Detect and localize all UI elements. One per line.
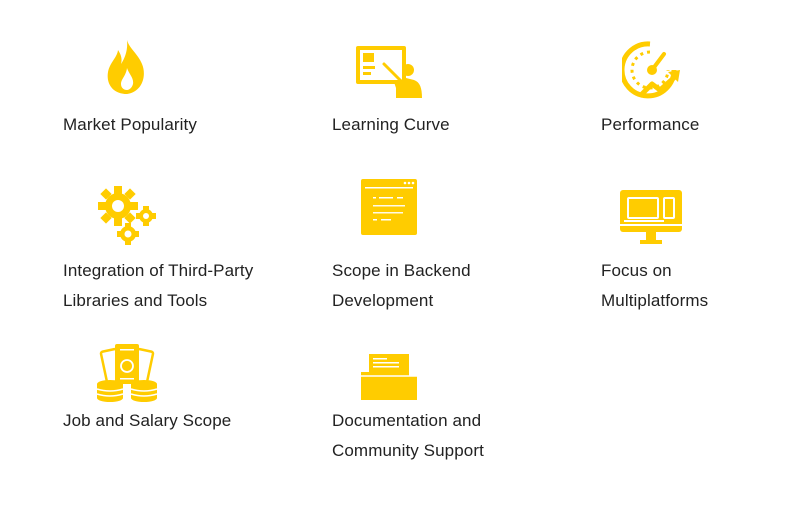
feature-label-market-popularity: Market Popularity bbox=[63, 115, 197, 134]
feature-label-job-salary: Job and Salary Scope bbox=[63, 411, 232, 430]
money-coins-icon bbox=[96, 344, 158, 402]
monitor-devices-icon bbox=[620, 190, 682, 246]
feature-label-backend-scope: Scope in Backend Development bbox=[332, 261, 471, 310]
folder-document-icon bbox=[361, 352, 417, 402]
gears-icon bbox=[96, 184, 158, 246]
feature-label-integration: Integration of Third-Party Libraries and… bbox=[63, 261, 254, 310]
presentation-icon bbox=[354, 44, 424, 100]
fire-icon bbox=[104, 38, 150, 96]
feature-label-learning-curve: Learning Curve bbox=[332, 115, 450, 134]
speedometer-icon bbox=[622, 40, 682, 102]
feature-label-documentation: Documentation and Community Support bbox=[332, 411, 484, 460]
feature-label-multiplatforms: Focus on Multiplatforms bbox=[601, 261, 709, 310]
code-window-icon bbox=[361, 179, 417, 235]
feature-label-performance: Performance bbox=[601, 115, 700, 134]
